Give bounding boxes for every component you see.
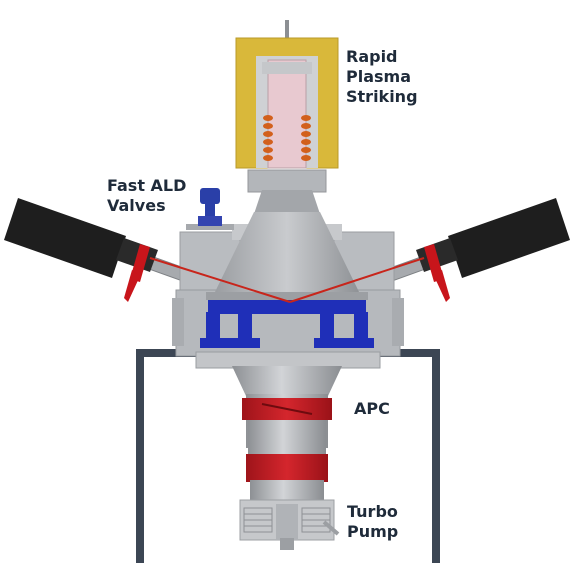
turbo-center [276, 504, 298, 540]
label-rapid-line-2: Plasma [346, 67, 411, 86]
label-ald-line-1: Fast ALD [107, 176, 187, 195]
source-stem [285, 20, 289, 42]
blue-valve-body [198, 216, 222, 226]
label-rapid-line-1: Rapid [346, 47, 398, 66]
precursor-beams [149, 257, 425, 303]
column-mid [248, 420, 326, 456]
label-rapid-line-3: Striking [346, 87, 418, 106]
right-valve-red-tab [434, 270, 450, 302]
right-precursor-beam [289, 257, 425, 303]
turbo-pump [239, 499, 340, 550]
label-apc: APC [354, 399, 390, 419]
label-ald-line-2: Valves [107, 196, 166, 215]
turbo-outlet [280, 538, 294, 550]
source-quartz-tube [267, 59, 307, 169]
blue-valve-head [200, 188, 220, 204]
label-turbo-pump: Turbo Pump [347, 502, 398, 542]
source-tube-top [262, 62, 312, 74]
chamber-right-lip [392, 298, 404, 346]
turbo-port [322, 520, 340, 536]
cone-body [214, 212, 360, 294]
label-apc-text: APC [354, 399, 390, 418]
label-turbo-line-1: Turbo [347, 502, 398, 521]
heater-base-left [200, 338, 260, 348]
heater-left-stub [206, 312, 220, 344]
rapid-plasma-source [235, 20, 339, 169]
label-fast-ald-valves: Fast ALD Valves [107, 176, 186, 216]
heater-right-pillar [320, 312, 334, 342]
label-rapid-plasma-striking: Rapid Plasma Striking [346, 47, 418, 107]
heater-left-pillar [238, 312, 252, 342]
heater-right-stub [354, 312, 368, 344]
source-rf-coil [263, 115, 311, 161]
column-red-band [246, 454, 328, 482]
left-precursor-beam [149, 257, 291, 303]
substrate-heater [200, 300, 374, 348]
cone-neck-flange [247, 169, 327, 193]
cone-upper [254, 190, 320, 214]
cone-rim [206, 292, 368, 300]
left-valve-red-tab [124, 270, 140, 302]
blue-gas-valve [186, 188, 234, 230]
heater-top-plate [208, 300, 366, 314]
frame-left-leg [136, 349, 144, 563]
pumping-column [232, 366, 342, 504]
right-valve-body [448, 198, 570, 278]
heater-base-right [314, 338, 374, 348]
blue-valve-stem [205, 204, 215, 218]
left-valve-body [4, 198, 126, 278]
blue-valve-line [186, 224, 234, 230]
frame-right-leg [432, 349, 440, 563]
apc-flap [261, 403, 313, 415]
chamber-left-lip [172, 298, 184, 346]
plasma-cone [206, 169, 368, 300]
column-taper [232, 366, 342, 396]
chamber-base-plate [195, 351, 381, 369]
label-turbo-line-2: Pump [347, 522, 399, 541]
